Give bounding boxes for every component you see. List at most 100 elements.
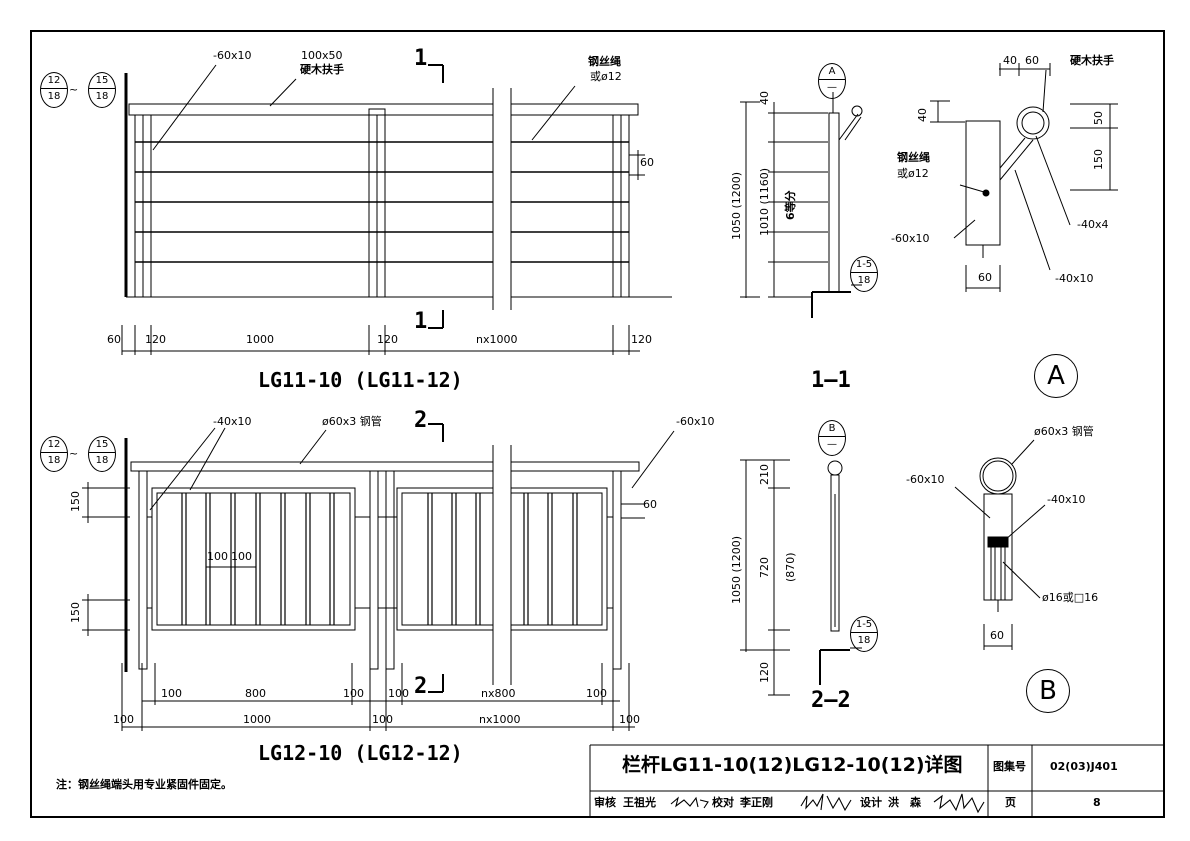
review-signature — [670, 796, 709, 809]
section-2-2-drawing — [740, 459, 862, 696]
label-bar-60x10-detail-b: -60x10 — [906, 473, 945, 486]
dim-100-baluster-a: 100 — [207, 550, 228, 563]
label-cable-name: 钢丝绳 — [588, 55, 621, 68]
design-name: 洪 森 — [888, 796, 921, 809]
dim-100-r1-a: 100 — [161, 687, 182, 700]
dim-100-r1-d: 100 — [586, 687, 607, 700]
detail-a-marker: A — [1034, 354, 1078, 398]
label-pipe-60x3: ø60x3 钢管 — [322, 415, 382, 428]
elevation-lg12 — [82, 423, 675, 731]
dim-60-post-offset-2: 60 — [643, 498, 657, 511]
design-label: 设计 — [860, 796, 882, 809]
dim-100-r1-c: 100 — [388, 687, 409, 700]
dim-nx1000-r2: nx1000 — [479, 713, 521, 726]
dim-60-detail-a-top: 60 — [1025, 54, 1039, 67]
label-pipe-detail-b: ø60x3 钢管 — [1034, 425, 1094, 438]
dim-120-mid: 120 — [377, 333, 398, 346]
label-cable-size: 或ø12 — [590, 70, 622, 83]
dim-210: 210 — [758, 464, 771, 485]
section-1-1-drawing — [740, 92, 863, 318]
ref-bubble-sheet: 18 — [95, 455, 109, 466]
section-mark-2-bottom: 2 — [414, 674, 428, 699]
label-handrail-name: 硬木扶手 — [300, 63, 344, 76]
ref-tilde: ~ — [69, 83, 79, 96]
marker-sheet: — — [827, 82, 837, 93]
ref-bubble-sheet: 18 — [857, 275, 871, 286]
ref-bubble-section-2: 1-5 18 — [850, 616, 878, 652]
elevation-lg11 — [121, 64, 672, 355]
review-name: 王祖光 — [623, 796, 656, 809]
page-number: 8 — [1093, 796, 1101, 809]
ref-bubble-number: 1-5 — [851, 257, 877, 273]
dim-870: (870) — [784, 552, 797, 582]
detail-b-marker: B — [1026, 669, 1070, 713]
caption-section-1-1: 1—1 — [811, 368, 851, 393]
dim-mid-height-1: 1010 (1160) — [758, 167, 771, 236]
dim-120-left: 120 — [145, 333, 166, 346]
marker-letter: A — [819, 64, 845, 80]
section-2-marker-b: B — — [818, 420, 846, 456]
check-name: 李正刚 — [740, 796, 773, 809]
ref-bubble-number: 12 — [41, 73, 67, 89]
dim-120-base: 120 — [758, 662, 771, 683]
label-handrail-detail-a: 硬木扶手 — [1070, 54, 1114, 67]
label-handrail-size: 100x50 — [301, 49, 343, 62]
page-label: 页 — [1005, 796, 1016, 809]
ref-bubble-number: 1-5 — [851, 617, 877, 633]
label-bar-40x10: -40x10 — [213, 415, 252, 428]
ref-bubble-sheet: 18 — [47, 455, 61, 466]
dim-150-top: 150 — [69, 491, 82, 512]
dim-total-height-1: 1050 (1200) — [730, 171, 743, 240]
ref-bubble-right-1: 15 18 — [88, 72, 116, 108]
dim-720: 720 — [758, 557, 771, 578]
dim-40-detail-a: 40 — [1003, 54, 1017, 67]
review-label: 审核 — [594, 796, 616, 809]
ref-bubble-section-1: 1-5 18 — [850, 256, 878, 292]
dim-1000: 1000 — [246, 333, 274, 346]
ref-bubble-sheet: 18 — [857, 635, 871, 646]
check-signature — [800, 793, 852, 812]
dim-150-bottom: 150 — [69, 602, 82, 623]
caption-lg12: LG12-10 (LG12-12) — [258, 741, 463, 765]
title-block-frame — [589, 744, 1164, 817]
design-signature — [933, 793, 985, 814]
section-mark-2-top: 2 — [414, 408, 428, 433]
label-bar-40x10-detail-b: -40x10 — [1047, 493, 1086, 506]
dim-nx1000: nx1000 — [476, 333, 518, 346]
dim-100-r2-a: 100 — [113, 713, 134, 726]
dim-total-height-2: 1050 (1200) — [730, 535, 743, 604]
label-bar-40x4: -40x4 — [1077, 218, 1109, 231]
dim-40-top: 40 — [758, 91, 771, 105]
label-flat-bar-60x10: -60x10 — [213, 49, 252, 62]
sheet-border — [30, 30, 1165, 818]
dim-100-r2-c: 100 — [619, 713, 640, 726]
dim-equal-parts: 6等分 — [784, 190, 797, 220]
section-mark-1-bottom: 1 — [414, 309, 428, 334]
label-rod-16: ø16或□16 — [1042, 591, 1099, 604]
general-note: 注：钢丝绳端头用专业紧固件固定。 — [56, 778, 232, 791]
atlas-number-label: 图集号 — [993, 760, 1026, 773]
check-label: 校对 — [712, 796, 734, 809]
dim-800: 800 — [245, 687, 266, 700]
detail-b-drawing — [954, 439, 1046, 650]
dim-nx800: nx800 — [481, 687, 516, 700]
label-bar-60x10-detail-a: -60x10 — [891, 232, 930, 245]
ref-bubble-sheet: 18 — [47, 91, 61, 102]
dim-60: 60 — [107, 333, 121, 346]
ref-bubble-number: 15 — [89, 73, 115, 89]
ref-bubble-number: 12 — [41, 437, 67, 453]
dim-100-r2-b: 100 — [372, 713, 393, 726]
dim-150-detail-a: 150 — [1092, 149, 1105, 170]
dim-60-post-offset: 60 — [640, 156, 654, 169]
section-mark-1-top: 1 — [414, 46, 428, 71]
dim-60-detail-a-bottom: 60 — [978, 271, 992, 284]
caption-lg11: LG11-10 (LG11-12) — [258, 368, 463, 392]
caption-section-2-2: 2—2 — [811, 688, 851, 713]
dim-100-r1-b: 100 — [343, 687, 364, 700]
ref-bubble-left-1: 12 18 — [40, 72, 68, 108]
detail-a-drawing — [930, 63, 1118, 292]
section-1-marker-a: A — — [818, 63, 846, 99]
ref-bubble-sheet: 18 — [95, 91, 109, 102]
marker-sheet: — — [827, 439, 837, 450]
